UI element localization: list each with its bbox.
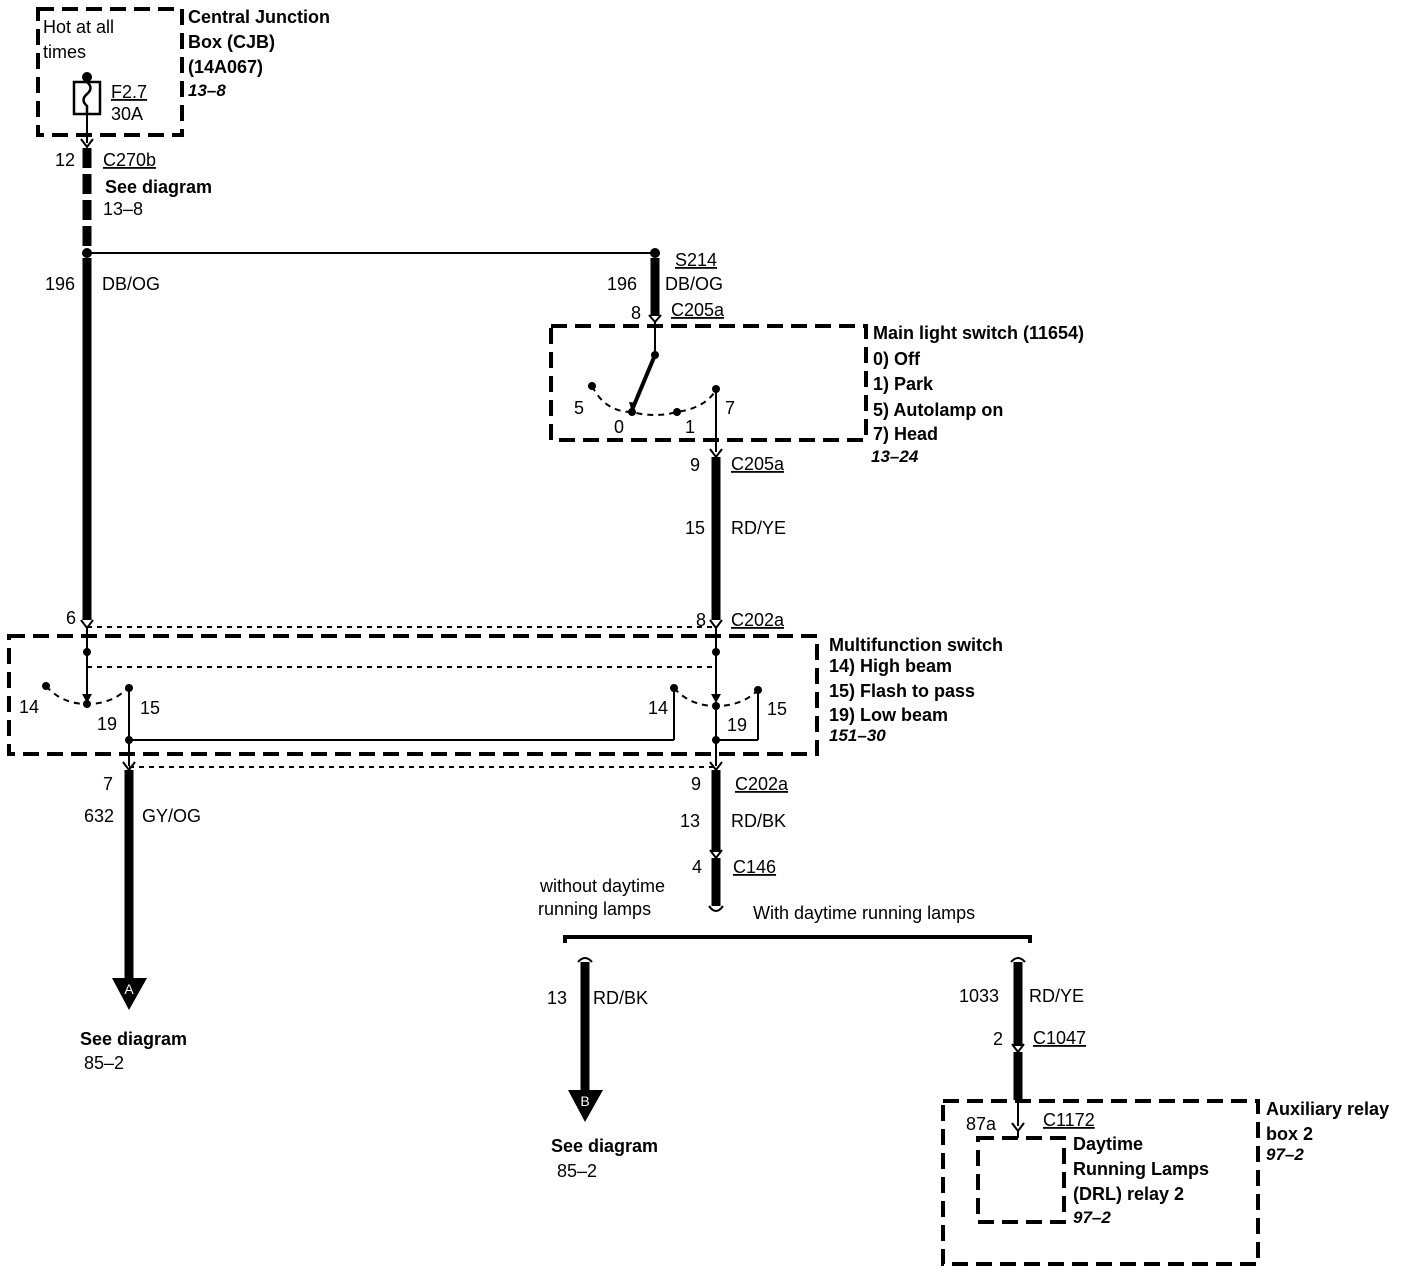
fuse-id: F2.7	[111, 82, 147, 102]
c205a-top-connector-icon	[648, 314, 662, 324]
fuse-icon	[72, 72, 102, 116]
mf-right-15: 15	[767, 699, 787, 719]
mf-pos-19: 19) Low beam	[829, 705, 948, 725]
wire-gyog-circuit: 632	[84, 806, 114, 826]
wire-rdbk-color: RD/BK	[731, 811, 786, 831]
cjb-hot-label-2: times	[43, 42, 86, 62]
c1172-pin: 87a	[966, 1114, 997, 1134]
c270b-see-2: 13–8	[103, 199, 143, 219]
contact-7: 7	[725, 398, 735, 418]
wire-b-color: RD/BK	[593, 988, 648, 1008]
cjb-part-no: (14A067)	[188, 57, 263, 77]
c270b-name: C270b	[103, 150, 156, 170]
main-switch-contacts	[588, 322, 720, 452]
c205a-top-name: C205a	[671, 300, 725, 320]
contact-0: 0	[614, 417, 624, 437]
wire-left-circuit: 196	[45, 274, 75, 294]
s214-color: DB/OG	[665, 274, 723, 294]
cjb-hot-label-1: Hot at all	[43, 17, 114, 37]
wire-break-icon	[708, 905, 724, 912]
c146-pin: 4	[692, 857, 702, 877]
arrow-b-letter: B	[580, 1093, 589, 1109]
mf-title: Multifunction switch	[829, 635, 1003, 655]
c146-name: C146	[733, 857, 776, 877]
arrow-b-icon	[568, 1090, 603, 1122]
multifunction-switch-contacts	[42, 628, 762, 766]
mf-right-19: 19	[727, 715, 747, 735]
branch-with: With daytime running lamps	[753, 903, 975, 923]
contact-5: 5	[574, 398, 584, 418]
c205a-bottom-pin: 9	[690, 455, 700, 475]
branch-without-2: running lamps	[538, 899, 651, 919]
cjb-title-2: Box (CJB)	[188, 32, 275, 52]
s214-name: S214	[675, 250, 717, 270]
cjb-ref: 13–8	[188, 81, 226, 100]
main-switch-pos-0: 0) Off	[873, 349, 921, 369]
multifunction-switch-box	[7, 634, 819, 756]
mf-right-14: 14	[648, 698, 668, 718]
c1172-name: C1172	[1043, 1110, 1095, 1130]
drl-relay-box	[976, 1136, 1066, 1224]
relay-label-2: Running Lamps	[1073, 1159, 1209, 1179]
main-switch-pos-1: 1) Park	[873, 374, 934, 394]
wire-rdbk-circuit: 13	[680, 811, 700, 831]
relay-label-3: (DRL) relay 2	[1073, 1184, 1184, 1204]
c202a-bottom-right-pin: 9	[691, 774, 701, 794]
c202a-bottom-name: C202a	[735, 774, 789, 794]
c202a-top-right-pin: 8	[696, 610, 706, 630]
cjb-box	[36, 7, 184, 137]
s214-splice-dot	[650, 248, 660, 258]
arrow-b-see-1: See diagram	[551, 1136, 658, 1156]
c1047-pin: 2	[993, 1029, 1003, 1049]
main-switch-pos-5: 5) Autolamp on	[873, 400, 1003, 420]
mf-pos-14: 14) High beam	[829, 656, 952, 676]
c270b-pin: 12	[55, 150, 75, 170]
s214-circuit: 196	[607, 274, 637, 294]
mf-left-19: 19	[97, 714, 117, 734]
arrow-a-icon	[112, 978, 147, 1010]
aux-title-2: box 2	[1266, 1124, 1313, 1144]
arrow-a-see-1: See diagram	[80, 1029, 187, 1049]
wire-drl-color: RD/YE	[1029, 986, 1084, 1006]
c202a-bottom-left-pin: 7	[103, 774, 113, 794]
contact-1: 1	[685, 417, 695, 437]
c202a-top-name: C202a	[731, 610, 785, 630]
branch-without-1: without daytime	[539, 876, 665, 896]
branch-bracket	[563, 935, 1032, 943]
aux-title-1: Auxiliary relay	[1266, 1099, 1389, 1119]
c205a-top-pin: 8	[631, 303, 641, 323]
wire-rdye-circuit: 15	[685, 518, 705, 538]
main-switch-title: Main light switch (11654)	[873, 323, 1084, 343]
arrow-b-see-2: 85–2	[557, 1161, 597, 1181]
mf-pos-15: 15) Flash to pass	[829, 681, 975, 701]
cjb-title-1: Central Junction	[188, 7, 330, 27]
aux-relay-box	[941, 1099, 1260, 1266]
mf-ref: 151–30	[829, 726, 886, 745]
aux-ref: 97–2	[1266, 1145, 1304, 1164]
relay-ref: 97–2	[1073, 1208, 1111, 1227]
wire-drl-circuit: 1033	[959, 986, 999, 1006]
arrow-a-see-2: 85–2	[84, 1053, 124, 1073]
fuse-rating: 30A	[111, 104, 143, 124]
c202a-top-left-pin: 6	[66, 608, 76, 628]
wire-gyog-color: GY/OG	[142, 806, 201, 826]
main-switch-pos-7: 7) Head	[873, 424, 938, 444]
arrow-a-letter: A	[124, 981, 134, 997]
mf-left-14: 14	[19, 697, 39, 717]
c205a-bottom-name: C205a	[731, 454, 785, 474]
relay-label-1: Daytime	[1073, 1134, 1143, 1154]
mf-left-15: 15	[140, 698, 160, 718]
wire-b-circuit: 13	[547, 988, 567, 1008]
main-switch-ref: 13–24	[871, 447, 919, 466]
wire-drl-break-icon	[1010, 957, 1026, 963]
c270b-connector-icon	[80, 138, 94, 149]
c1047-name: C1047	[1033, 1028, 1086, 1048]
wire-b-break-icon	[577, 957, 593, 963]
main-light-switch-box	[549, 324, 868, 442]
c270b-see-1: See diagram	[105, 177, 212, 197]
wire-left-color: DB/OG	[102, 274, 160, 294]
wire-rdye-color: RD/YE	[731, 518, 786, 538]
